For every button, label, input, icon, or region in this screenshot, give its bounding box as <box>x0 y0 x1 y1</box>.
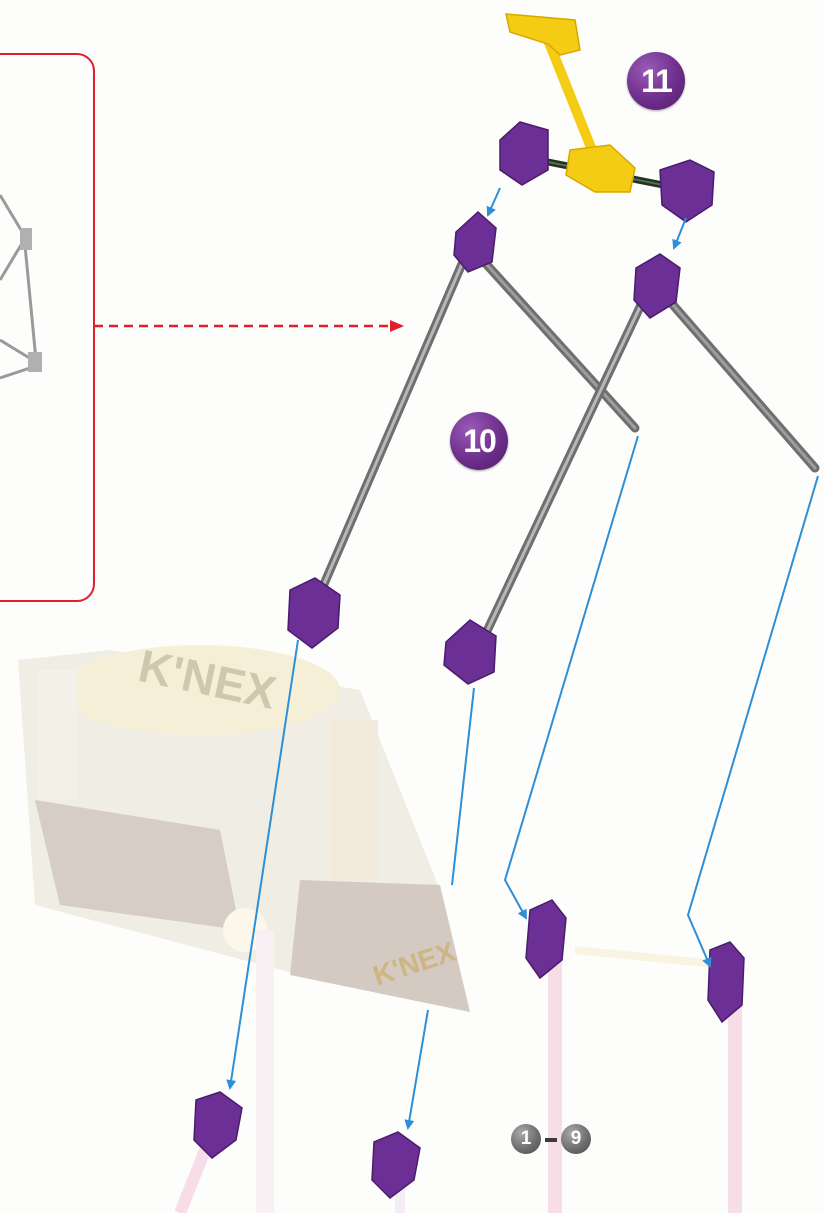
reference-step-to-badge: 9 <box>561 1124 591 1154</box>
connector-icon <box>660 160 714 222</box>
connector-icon <box>372 1132 420 1198</box>
faded-model-illustration <box>18 645 470 1213</box>
connector-icon <box>500 122 548 185</box>
step-10-rods <box>318 250 815 650</box>
step-number-badge-10: 10 <box>450 412 508 470</box>
connector-icon <box>194 1092 242 1158</box>
yellow-connector-top <box>506 14 580 55</box>
reference-step-from-badge: 1 <box>511 1124 541 1154</box>
inset-frame-drawing <box>0 195 42 378</box>
connector-icon <box>288 578 340 648</box>
step-number-badge-11: 11 <box>627 52 685 110</box>
yellow-connector-center <box>566 145 635 192</box>
connector-icon <box>454 212 496 272</box>
reference-range-dash <box>545 1138 557 1142</box>
